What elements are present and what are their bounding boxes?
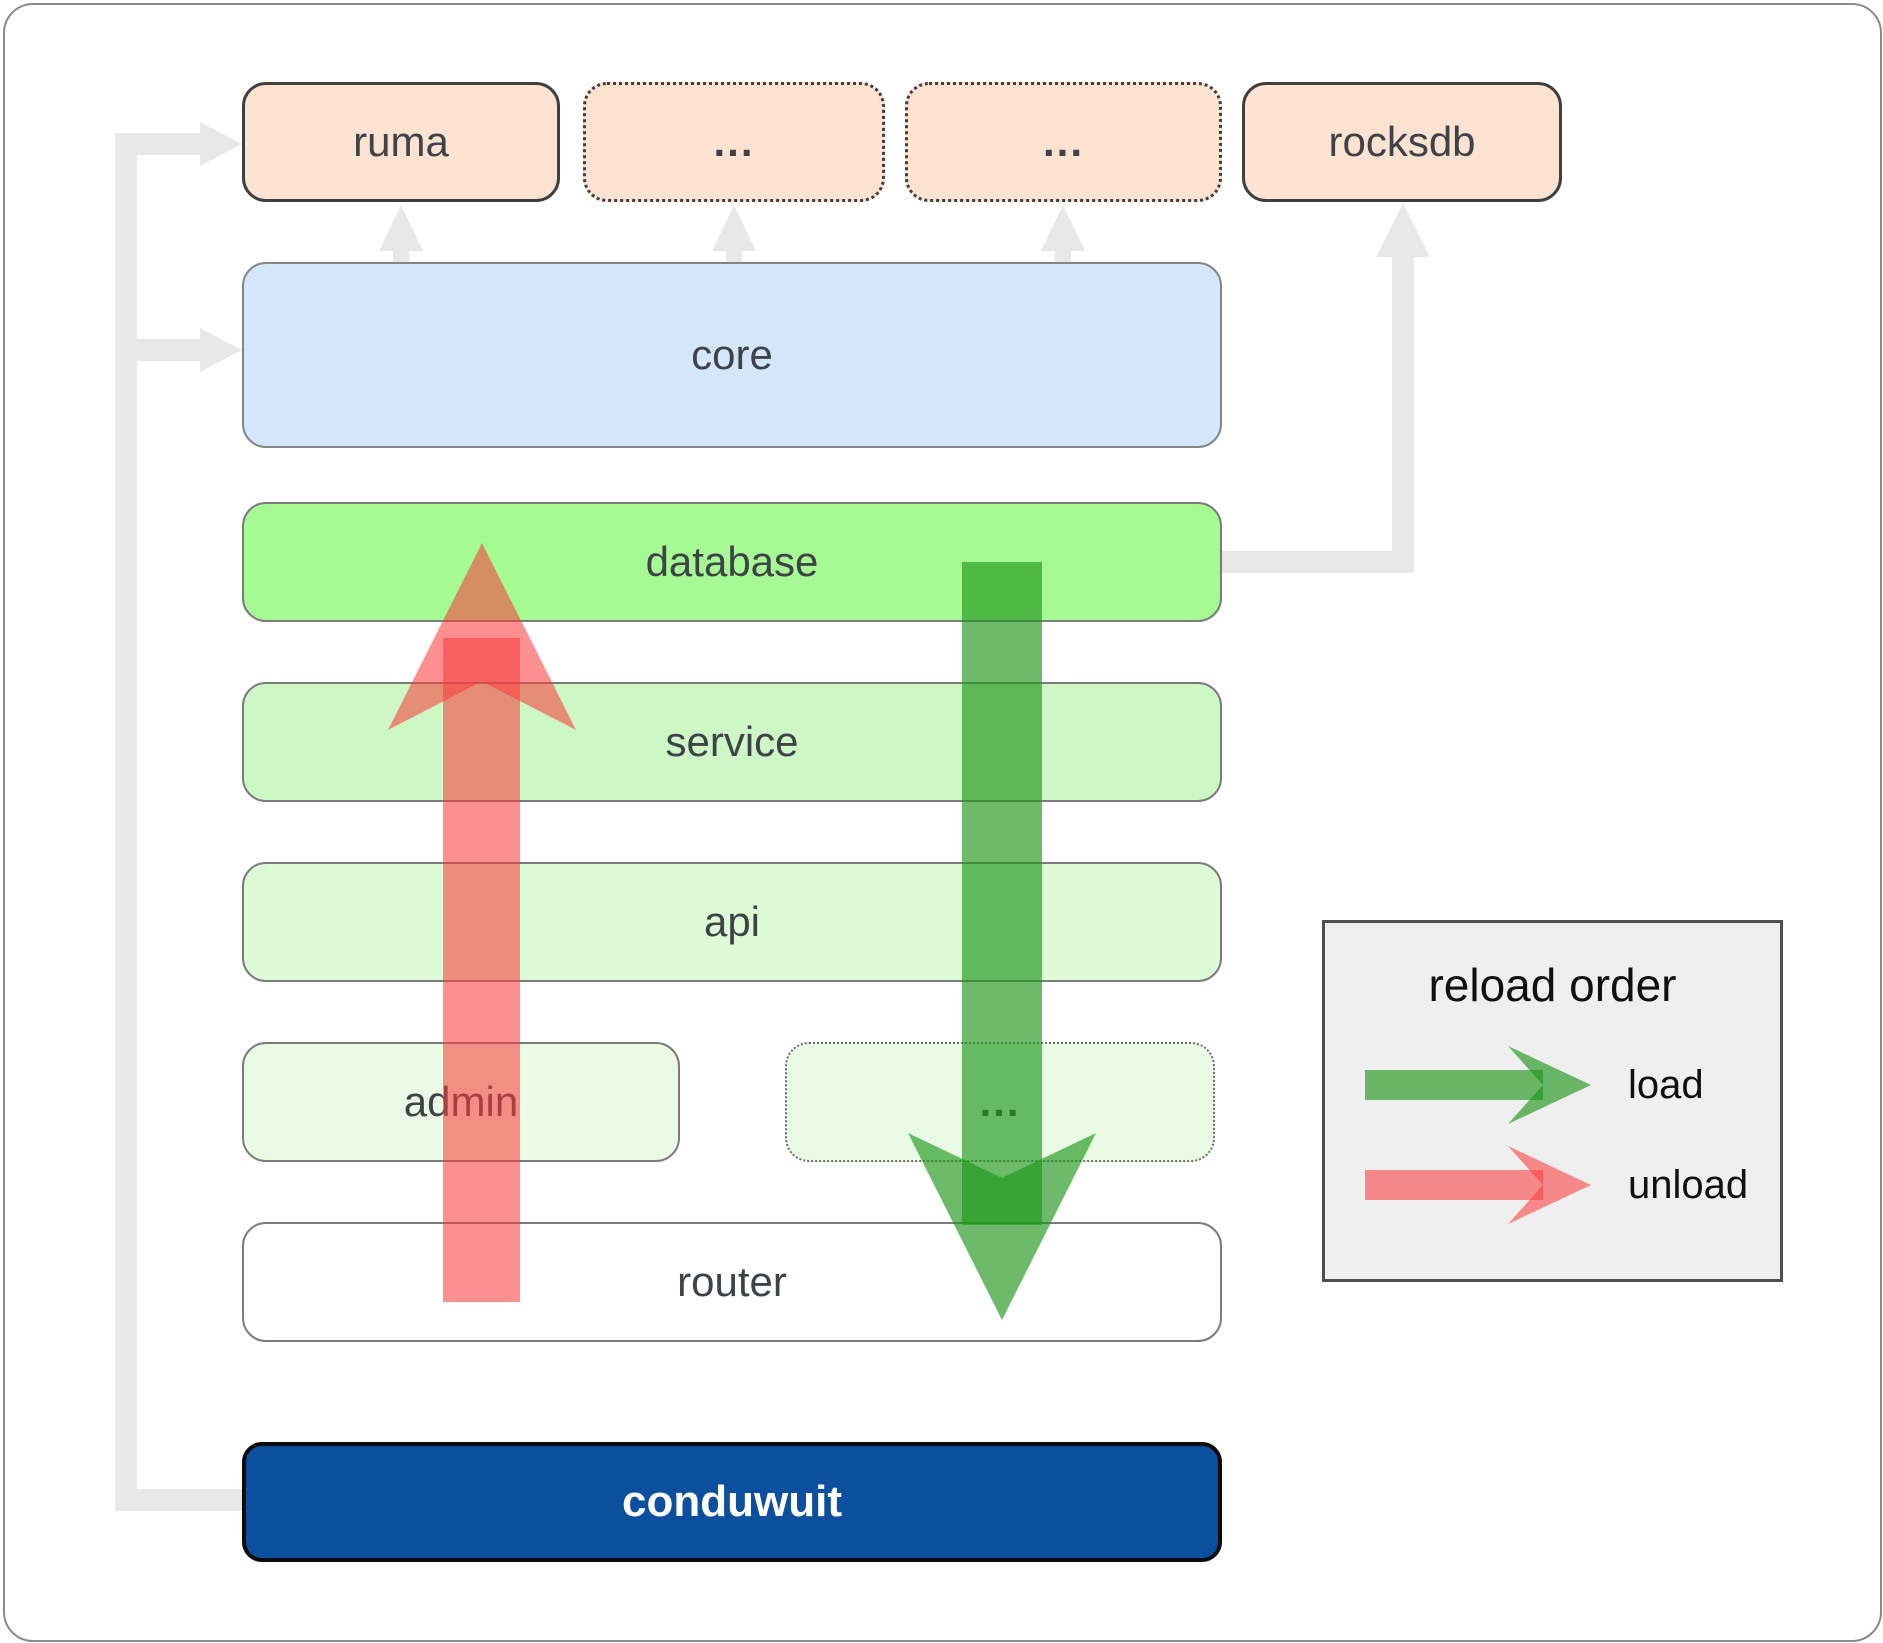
node-router: router [242,1222,1222,1342]
core-to-dep-a-shaft [726,246,742,263]
node-rocksdb-label: rocksdb [1328,118,1476,165]
connector-to-core-shaft [115,339,203,361]
node-dependency-a-label: ... [713,118,755,165]
diagram-frame [3,3,1882,1642]
core-to-dep-b-shaft [1055,246,1071,263]
node-router-label: router [677,1258,787,1305]
legend-title: reload order [1428,959,1677,1011]
node-dependency-b-label: ... [1042,118,1084,165]
legend-unload-label: unload [1628,1163,1749,1207]
core-to-ruma-shaft [393,246,409,263]
node-ruma-label: ruma [353,118,449,165]
unload-arrow-shaft [443,638,520,1302]
database-to-rocksdb-horizontal [1222,551,1414,573]
node-dependency-a: ... [583,82,885,202]
legend-unload-arrow-shaft [1365,1170,1543,1200]
database-to-rocksdb-vertical [1392,255,1414,573]
node-api: api [242,862,1222,982]
legend-load-label: load [1628,1063,1704,1107]
node-dependency-b: ... [905,82,1222,202]
connector-from-conduwuit-shaft [115,1489,242,1511]
legend: reload order load unload [1322,920,1783,1282]
node-core-label: core [691,331,773,378]
conduwuit-dependency-line [115,133,137,1511]
node-service-label: service [665,718,799,765]
connector-to-ruma-shaft [115,133,203,155]
node-conduwuit: conduwuit [242,1442,1222,1562]
node-database-label: database [645,538,819,585]
node-api-label: api [703,898,761,945]
node-service: service [242,682,1222,802]
node-ruma: ruma [242,82,560,202]
node-core: core [242,262,1222,448]
load-arrow-shaft [962,562,1042,1225]
legend-load-arrow-shaft [1365,1070,1543,1100]
node-database: database [242,502,1222,622]
node-rocksdb: rocksdb [1242,82,1562,202]
node-conduwuit-label: conduwuit [622,1477,842,1526]
